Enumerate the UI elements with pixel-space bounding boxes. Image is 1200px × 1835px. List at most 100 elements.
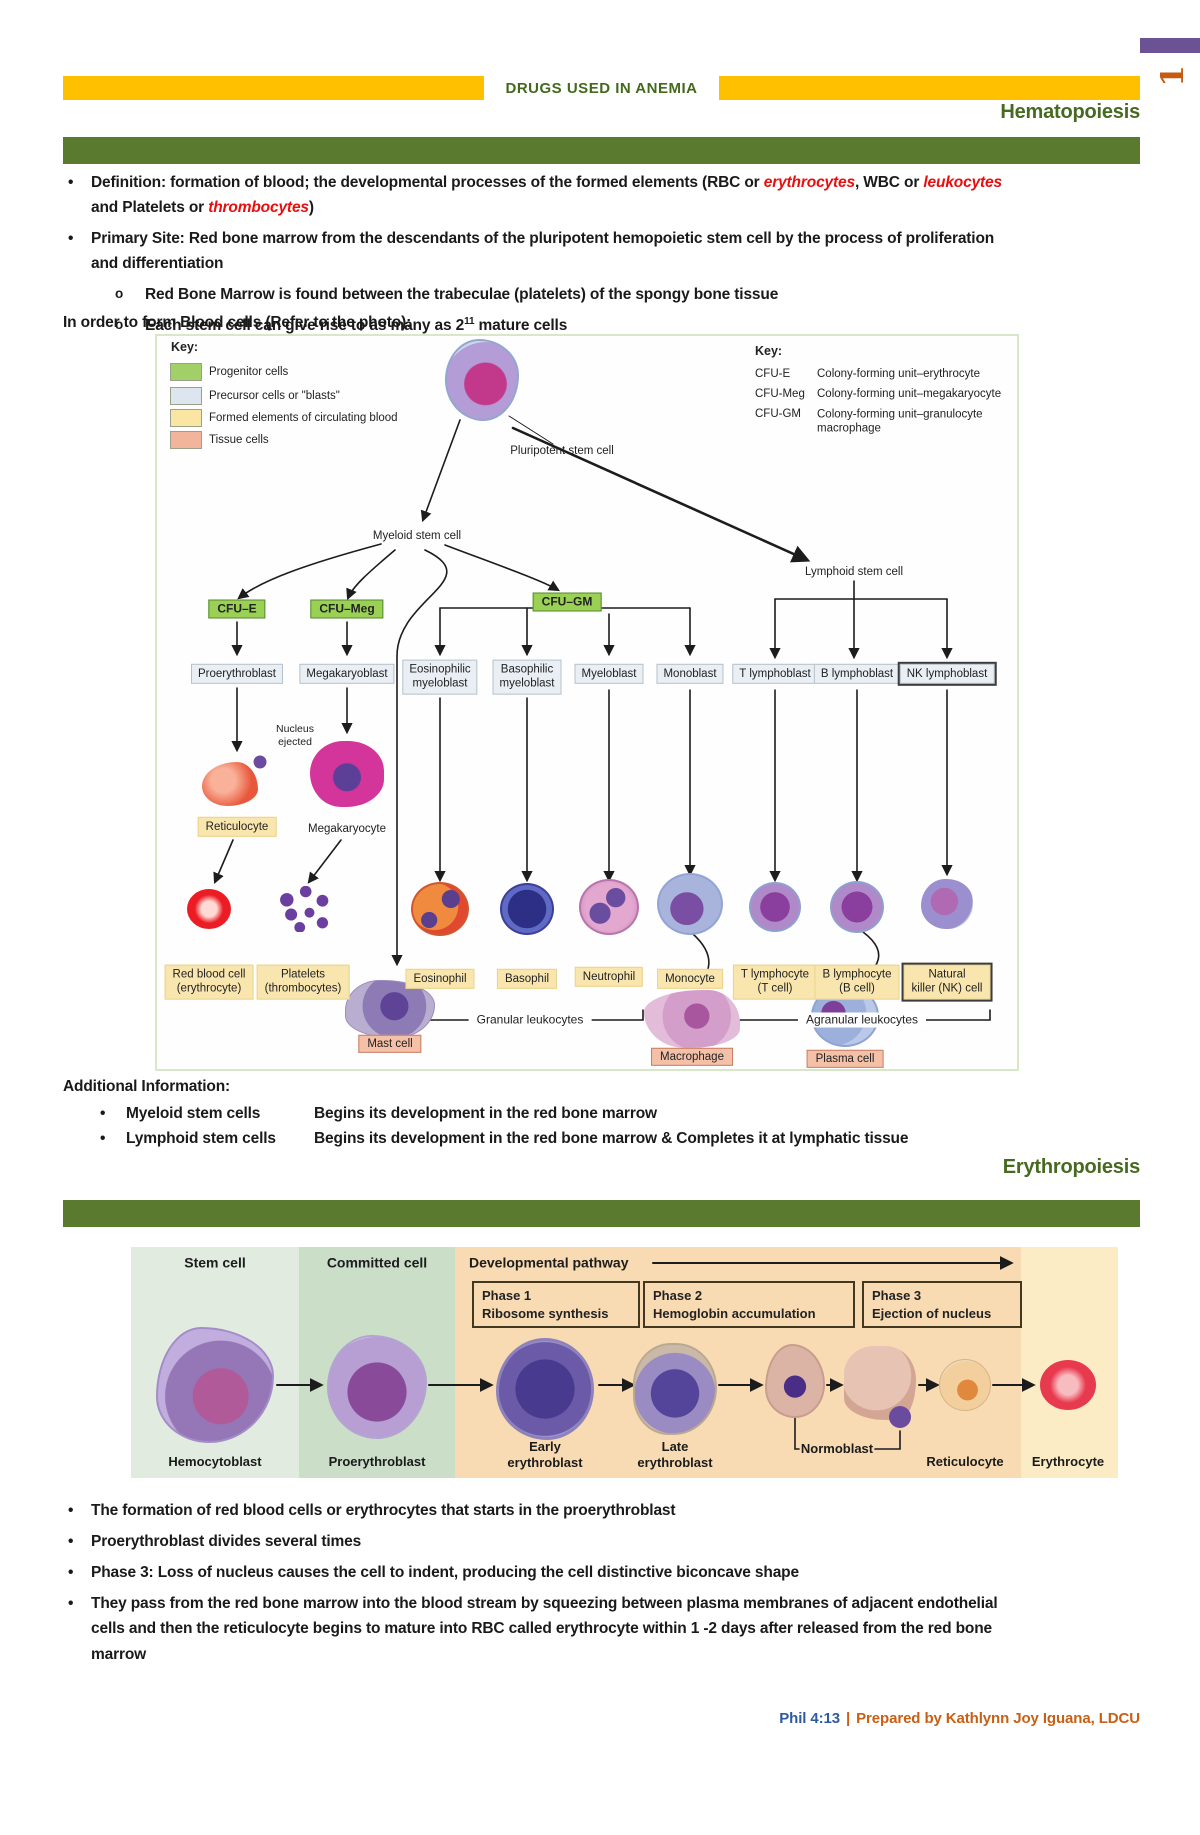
header-bar-right xyxy=(719,76,1140,100)
pluripotent-stem-cell xyxy=(445,339,519,421)
legend-formed-swatch xyxy=(170,409,202,427)
myeloid-label: Myeloid stem cell xyxy=(372,529,462,542)
diagram-arrows xyxy=(213,415,991,1021)
bullet-item: Primary Site: Red bone marrow from the d… xyxy=(63,226,1025,276)
bullet-item: They pass from the red bone marrow into … xyxy=(63,1591,1025,1666)
legend-progenitor-label: Progenitor cells xyxy=(209,365,289,378)
mast-cell xyxy=(345,980,435,1038)
megakaryoblast-box: Megakaryoblast xyxy=(299,663,395,685)
section-divider-bar xyxy=(63,137,1140,164)
platelets-label: Platelets(thrombocytes) xyxy=(256,964,350,1000)
red-blood-cell xyxy=(187,889,231,929)
proerythroblast-label: Proerythroblast xyxy=(328,1453,426,1469)
monocyte-label: Monocyte xyxy=(657,968,723,990)
macrophage-label: Macrophage xyxy=(651,1047,733,1067)
b-lymphocyte-label: B lymphocyte(B cell) xyxy=(814,964,900,1000)
eosinophil-cell xyxy=(411,882,469,936)
legend-tissue-swatch xyxy=(170,431,202,449)
legend-formed-label: Formed elements of circulating blood xyxy=(209,411,398,424)
ejected-nucleus-dot xyxy=(253,755,267,769)
cfu-gm-box: CFU–GM xyxy=(532,592,602,612)
t-lymphocyte-cell xyxy=(749,882,801,932)
section-heading-hematopoiesis: Hematopoiesis xyxy=(1000,101,1140,123)
key-title-right: Key: xyxy=(755,344,783,359)
hemocytoblast-label: Hemocytoblast xyxy=(168,1453,262,1469)
key-cfue-def: Colony-forming unit–erythrocyte xyxy=(817,367,980,380)
legend-precursor-swatch xyxy=(170,387,202,405)
developmental-pathway-header: Developmental pathway xyxy=(469,1254,629,1271)
basophil-cell xyxy=(500,883,554,935)
diagram-arrows xyxy=(276,1256,1036,1450)
reticulocyte-label: Reticulocyte xyxy=(197,816,277,838)
page-number: 1 xyxy=(1155,65,1192,87)
bullet-item: Red Bone Marrow is found between the tra… xyxy=(63,282,1025,307)
megakaryocyte-cell xyxy=(310,741,384,807)
neutrophil-label: Neutrophil xyxy=(574,966,644,988)
legend-precursor-label: Precursor cells or "blasts" xyxy=(209,389,340,402)
myeloblast-box: Myeloblast xyxy=(574,663,644,685)
stem-cell-header: Stem cell xyxy=(184,1254,246,1271)
nk-cell xyxy=(921,879,973,929)
lymphoid-label: Lymphoid stem cell xyxy=(804,565,904,578)
b-lymphocyte-cell xyxy=(830,881,884,933)
proerythroblast-box: Proerythroblast xyxy=(191,663,283,685)
key-title-left: Key: xyxy=(171,340,199,355)
key-cfumeg-abbr: CFU-Meg xyxy=(755,387,805,400)
legend-progenitor-swatch xyxy=(170,363,202,381)
bullet-item: The formation of red blood cells or eryt… xyxy=(63,1498,1025,1523)
footer-reference: Phil 4:13 xyxy=(779,1710,841,1727)
basophil-label: Basophil xyxy=(496,968,558,990)
eosinophil-label: Eosinophil xyxy=(405,968,475,990)
erythrocyte-label: Erythrocyte xyxy=(1031,1453,1105,1469)
macrophage-cell xyxy=(644,990,740,1048)
header-bar-left xyxy=(63,76,484,100)
neutrophil-cell xyxy=(579,879,639,935)
late-erythroblast-cell xyxy=(633,1343,717,1435)
additional-information: Additional Information: •Myeloid stem ce… xyxy=(63,1078,1140,1155)
cfu-meg-box: CFU–Meg xyxy=(310,599,384,619)
erythrocyte-cell xyxy=(1040,1360,1096,1410)
header: DRUGS USED IN ANEMIA xyxy=(63,76,1140,100)
footer-credit: Prepared by Kathlynn Joy Iguana, LDCU xyxy=(856,1710,1140,1727)
bullet-item: Phase 3: Loss of nucleus causes the cell… xyxy=(63,1560,1025,1585)
monocyte-cell xyxy=(657,873,723,935)
bullet-item: Definition: formation of blood; the deve… xyxy=(63,170,1025,220)
additional-information-heading: Additional Information: xyxy=(63,1078,231,1095)
ejected-nucleus2 xyxy=(889,1406,911,1428)
erythropoiesis-diagram: Stem cell Committed cell Developmental pat… xyxy=(131,1247,1118,1478)
agranular-leukocytes-label: Agranular leukocytes xyxy=(797,1012,927,1028)
reticulocyte-label2: Reticulocyte xyxy=(926,1453,1004,1469)
page-footer: Phil 4:13|Prepared by Kathlynn Joy Iguan… xyxy=(779,1710,1140,1727)
t-lymphocyte-label: T lymphocyte(T cell) xyxy=(732,964,818,1000)
document-title: DRUGS USED IN ANEMIA xyxy=(505,79,698,97)
proerythroblast-cell xyxy=(327,1335,427,1439)
mast-cell-label: Mast cell xyxy=(358,1034,422,1054)
rbc-label: Red blood cell(erythrocyte) xyxy=(164,964,254,1000)
key-cfumeg-def: Colony-forming unit–megakaryocyte xyxy=(817,387,1002,400)
figure-heading: In order to form Blood cells (Refer to t… xyxy=(63,314,412,331)
monoblast-box: Monoblast xyxy=(656,663,724,685)
committed-cell-header: Committed cell xyxy=(326,1254,428,1271)
b-lymphoblast-box: B lymphoblast xyxy=(813,663,901,685)
platelets-cell xyxy=(276,886,330,932)
key-cfugm-abbr: CFU-GM xyxy=(755,407,801,420)
early-erythroblast-cell xyxy=(496,1338,594,1440)
page-corner-tab xyxy=(1140,38,1200,53)
erythropoiesis-bullet-list: The formation of red blood cells or eryt… xyxy=(63,1498,1025,1673)
granular-leukocytes-label: Granular leukocytes xyxy=(468,1012,592,1028)
section-divider-bar-2 xyxy=(63,1200,1140,1227)
hemocytoblast-cell xyxy=(156,1327,274,1443)
normoblast-label: Normoblast xyxy=(800,1440,874,1456)
